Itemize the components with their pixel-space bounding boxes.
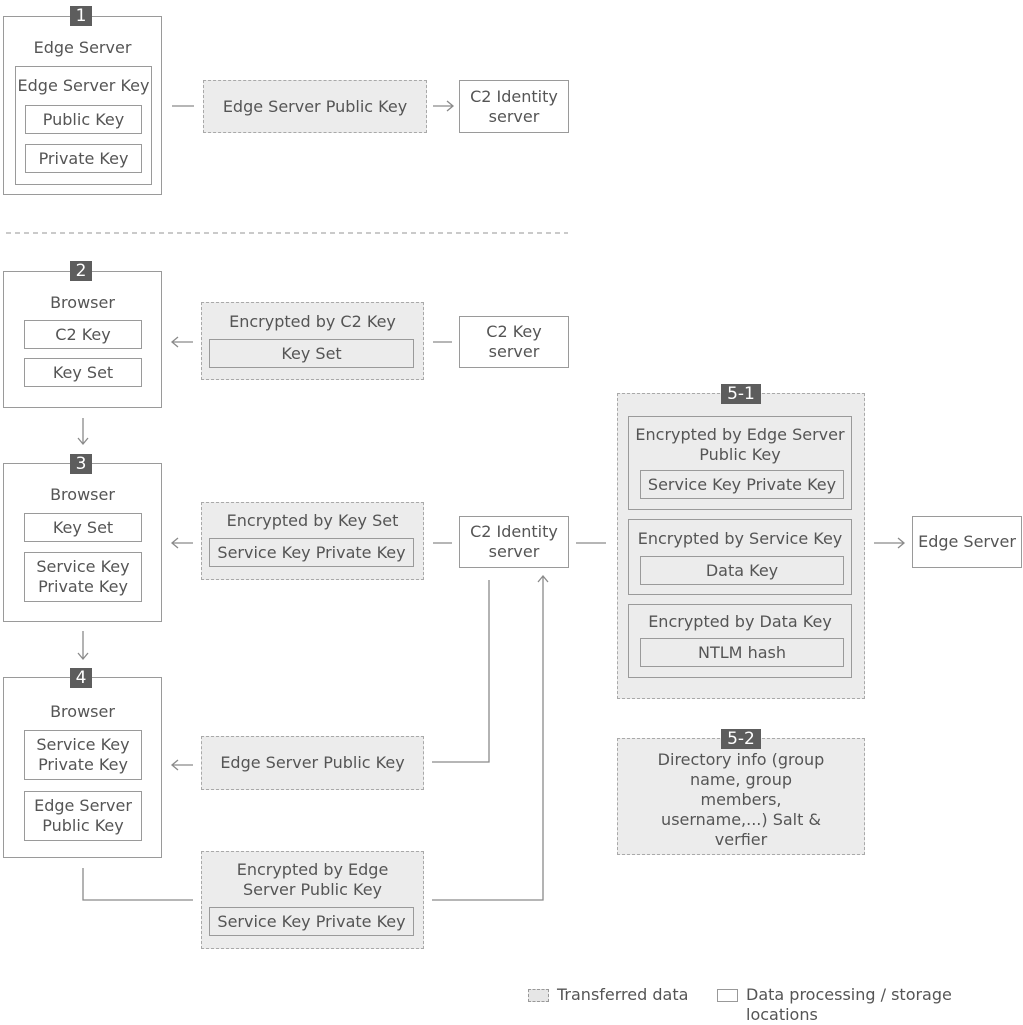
edge-server-key-group: Edge Server Key Public Key Private Key <box>15 66 152 185</box>
step4-edge-key-item: Edge Server Public Key <box>24 791 142 841</box>
public-key-item: Public Key <box>25 105 142 134</box>
transferred-data-legend-icon <box>528 989 549 1002</box>
processing-legend-icon <box>717 989 738 1002</box>
step4-transfer-title: Encrypted by Edge Server Public Key <box>236 860 389 899</box>
step-badge-2: 2 <box>70 261 92 281</box>
step3-key-set-item: Key Set <box>24 513 142 542</box>
step1-title: Edge Server <box>33 38 132 57</box>
step3-transfer-title: Encrypted by Key Set <box>226 511 399 530</box>
step4-browser-box: Browser Service Key Private Key Edge Ser… <box>3 677 162 858</box>
step2-transfer-key-set: Key Set <box>209 339 414 368</box>
step3-transfer-service-key: Service Key Private Key <box>209 538 414 567</box>
step4-transfer-encrypted-edge-key: Encrypted by Edge Server Public Key Serv… <box>201 851 424 949</box>
step4-transfer-edge-server-public-key: Edge Server Public Key <box>201 736 424 790</box>
step2-transfer-encrypted-c2-key: Encrypted by C2 Key Key Set <box>201 302 424 380</box>
step1-transfer-edge-server-public-key: Edge Server Public Key <box>203 80 427 133</box>
step5-2-directory-info: Directory info (group name, group member… <box>617 738 865 855</box>
step5-1-group-data-key: Encrypted by Data Key NTLM hash <box>628 604 852 678</box>
step5-1-group1-item: Service Key Private Key <box>640 470 844 499</box>
private-key-item: Private Key <box>25 144 142 173</box>
step-badge-1: 1 <box>70 6 92 26</box>
step5-1-group2-title: Encrypted by Service Key <box>637 529 843 548</box>
edge-server-key-label: Edge Server Key <box>17 76 150 95</box>
step5-1-group-edge-key: Encrypted by Edge Server Public Key Serv… <box>628 416 852 510</box>
step3-c2-identity-server: C2 Identity server <box>459 516 569 568</box>
step4-title: Browser <box>50 702 115 721</box>
step-badge-3: 3 <box>70 454 92 474</box>
step5-1-encrypted-bundle: Encrypted by Edge Server Public Key Serv… <box>617 393 865 699</box>
step3-title: Browser <box>50 485 115 504</box>
step5-1-group1-title: Encrypted by Edge Server Public Key <box>635 425 845 464</box>
step4-transfer-service-key: Service Key Private Key <box>209 907 414 936</box>
key-set-item: Key Set <box>24 358 142 387</box>
step-badge-5-2: 5-2 <box>721 729 761 749</box>
step5-1-group3-item: NTLM hash <box>640 638 844 667</box>
step5-1-group3-title: Encrypted by Data Key <box>648 612 832 631</box>
step5-1-group2-item: Data Key <box>640 556 844 585</box>
step3-browser-box: Browser Key Set Service Key Private Key <box>3 463 162 622</box>
step2-c2-key-server: C2 Key server <box>459 316 569 368</box>
step-badge-4: 4 <box>70 668 92 688</box>
step3-transfer-encrypted-key-set: Encrypted by Key Set Service Key Private… <box>201 502 424 580</box>
step1-edge-server-box: Edge Server Edge Server Key Public Key P… <box>3 16 162 195</box>
step1-c2-identity-server: C2 Identity server <box>459 80 569 133</box>
step5-1-edge-server: Edge Server <box>912 516 1022 568</box>
legend-processing-label: Data processing / storage locations <box>746 985 952 1024</box>
step2-transfer-title: Encrypted by C2 Key <box>229 312 396 331</box>
legend-transferred-label: Transferred data <box>557 985 689 1004</box>
c2-key-item: C2 Key <box>24 320 142 349</box>
step5-1-group-service-key: Encrypted by Service Key Data Key <box>628 519 852 595</box>
step2-browser-box: Browser C2 Key Key Set <box>3 271 162 408</box>
step4-service-key-item: Service Key Private Key <box>24 730 142 780</box>
step-badge-5-1: 5-1 <box>721 384 761 404</box>
step2-title: Browser <box>50 293 115 312</box>
step3-service-key-item: Service Key Private Key <box>24 552 142 602</box>
